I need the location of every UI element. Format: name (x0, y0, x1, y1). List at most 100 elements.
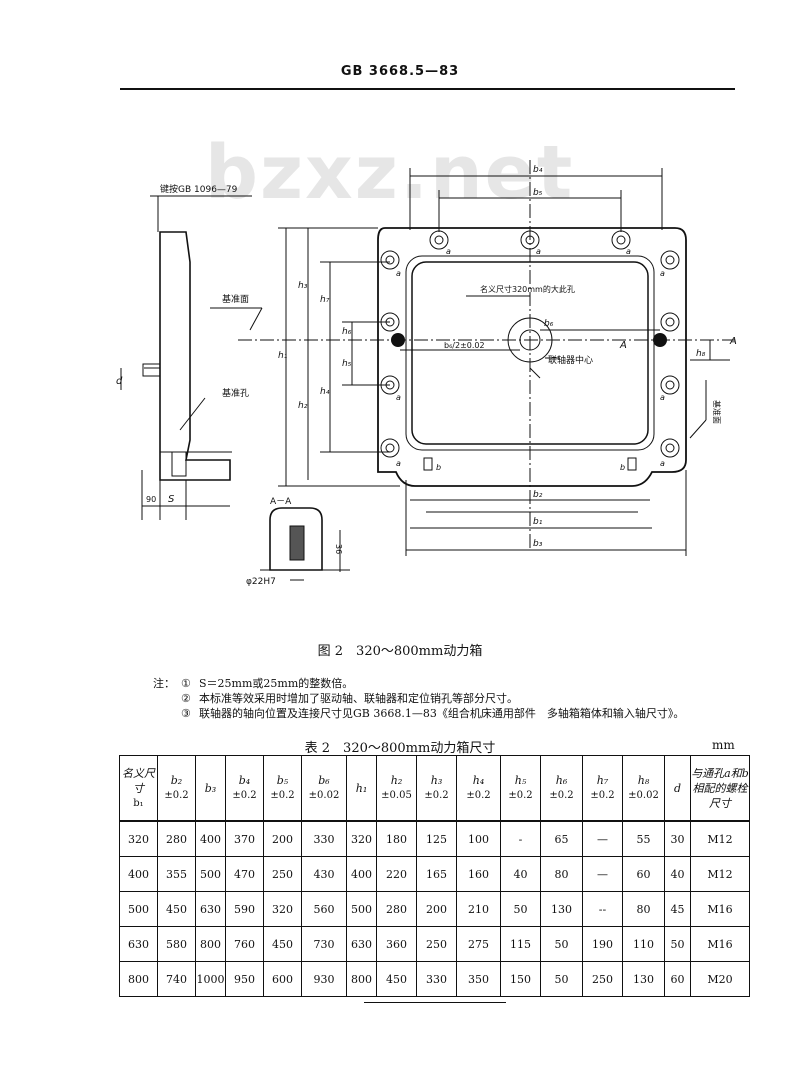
table-cell: 60 (622, 856, 665, 892)
label-A-left: A (619, 340, 627, 351)
table-cell: 500 (195, 856, 226, 892)
table-cell: 330 (301, 820, 347, 857)
label-S: S (168, 494, 175, 505)
table-cell: 165 (416, 856, 457, 892)
label-d: d (116, 376, 123, 387)
table-cell: 280 (376, 891, 417, 927)
label-datum-side: 基准面 (712, 400, 722, 424)
table-header-cell: h₈±0.02 (622, 755, 665, 822)
label-b1: b₁ (533, 517, 543, 527)
table-cell: — (582, 856, 623, 892)
table-cell: 450 (263, 926, 302, 962)
table-header-cell: b₅±0.2 (263, 755, 302, 822)
label-b2: b₂ (533, 490, 543, 500)
table-cell: 40 (664, 856, 691, 892)
table-cell: 130 (622, 961, 665, 997)
footer-rule (364, 1002, 506, 1003)
table-cell: 80 (540, 856, 583, 892)
table-cell: 580 (157, 926, 196, 962)
label-h1: h₁ (278, 351, 288, 361)
table-cell: 65 (540, 820, 583, 857)
table-cell: 50 (540, 961, 583, 997)
table-cell: 500 (346, 891, 377, 927)
table-cell: 450 (376, 961, 417, 997)
coupling-hub (507, 317, 553, 363)
label-b-2: b (620, 463, 625, 472)
table-cell: 320 (346, 820, 377, 857)
table-header-cell: d (664, 755, 691, 822)
table-header-cell: b₃ (195, 755, 226, 822)
label-section-aa: A－A (270, 497, 292, 507)
table-cell: 400 (195, 820, 226, 857)
label-A-right: A (729, 336, 737, 347)
table-cell: 450 (157, 891, 196, 927)
label-bore-note: 名义尺寸320mm的大此孔 (480, 284, 575, 294)
table-cell: M16 (690, 891, 750, 927)
table-cell: 50 (664, 926, 691, 962)
label-b3: b₃ (533, 539, 543, 549)
label-a-5: a (660, 269, 665, 278)
table-cell: 1000 (195, 961, 226, 997)
table-header-cell: h₃±0.2 (416, 755, 457, 822)
table-cell: 275 (456, 926, 501, 962)
label-a-7: a (660, 393, 665, 402)
table-cell: 355 (157, 856, 196, 892)
table-cell: 800 (195, 926, 226, 962)
table-cell: 250 (416, 926, 457, 962)
table-cell: 180 (376, 820, 417, 857)
table-header-cell: b₄±0.2 (225, 755, 264, 822)
table-cell: 330 (416, 961, 457, 997)
label-dim-36: 36 (334, 544, 343, 554)
label-h5: h₅ (342, 359, 352, 369)
table-cell: 280 (157, 820, 196, 857)
table-cell: 100 (456, 820, 501, 857)
table-cell: 150 (500, 961, 541, 997)
table-cell: 590 (225, 891, 264, 927)
table-cell: -- (582, 891, 623, 927)
table-cell: M12 (690, 856, 750, 892)
table-header-cell: h₆±0.2 (540, 755, 583, 822)
table-cell: 190 (582, 926, 623, 962)
table-cell: 55 (622, 820, 665, 857)
table-cell: 430 (301, 856, 347, 892)
label-b-1: b (436, 463, 441, 472)
table-cell: 200 (263, 820, 302, 857)
table-cell: 200 (416, 891, 457, 927)
table-cell: 800 (346, 961, 377, 997)
label-h7: h₇ (320, 295, 330, 305)
label-coupling-center: 联轴器中心 (548, 354, 593, 366)
label-datum-surface: 基准面 (222, 293, 249, 305)
table-header-cell: b₂±0.2 (157, 755, 196, 822)
table-title: 表 2 320～800mm动力箱尺寸 (304, 741, 496, 756)
label-a-1: a (446, 247, 451, 256)
table-unit: mm (712, 738, 735, 752)
figure-caption: 图 2 320～800mm动力箱 (317, 644, 483, 659)
label-h8: h₈ (696, 349, 706, 359)
table-cell: M16 (690, 926, 750, 962)
table-cell: 115 (500, 926, 541, 962)
label-h3: h₃ (298, 281, 308, 291)
table-cell: 930 (301, 961, 347, 997)
label-dia: φ22H7 (246, 577, 276, 587)
table-header-cell: h₄±0.2 (456, 755, 501, 822)
table-cell: 30 (664, 820, 691, 857)
table-cell: 50 (500, 891, 541, 927)
side-view-datum-hole (171, 451, 187, 477)
table-cell: 250 (582, 961, 623, 997)
datum-pin-right (653, 333, 667, 347)
table-cell: 500 (119, 891, 158, 927)
label-a-4: a (396, 269, 401, 278)
table-cell: 370 (225, 820, 264, 857)
table-cell: — (582, 820, 623, 857)
label-a-3: a (626, 247, 631, 256)
label-h4: h₄ (320, 387, 330, 397)
